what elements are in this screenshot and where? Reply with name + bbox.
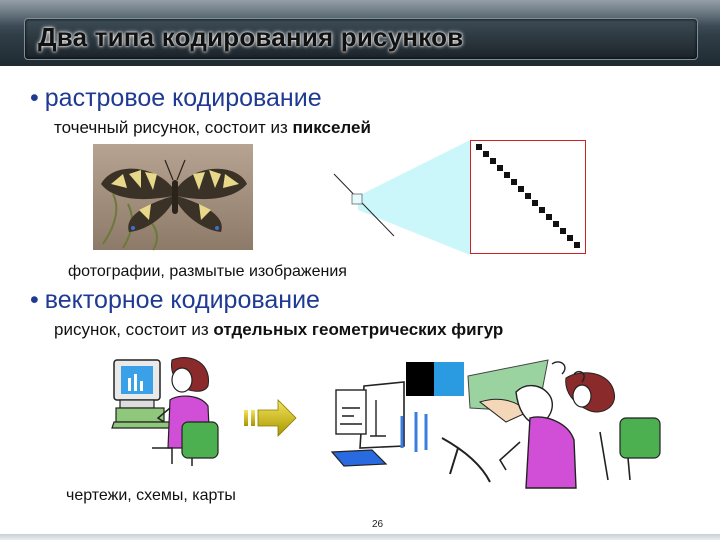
zoom-magnifier xyxy=(333,140,470,255)
raster-desc-text: точечный рисунок, состоит из xyxy=(54,118,293,137)
pixel-square xyxy=(539,207,545,213)
raster-heading: растровое кодирование xyxy=(44,84,322,112)
vector-heading: векторное кодирование xyxy=(44,286,320,314)
pixel-square xyxy=(504,172,510,178)
vector-desc-bold: отдельных геометрических фигур xyxy=(213,320,504,339)
raster-caption: фотографии, размытые изображения xyxy=(68,263,347,280)
pixel-square xyxy=(567,235,573,241)
pixel-square xyxy=(546,214,552,220)
pixel-square xyxy=(490,158,496,164)
pixel-square xyxy=(553,221,559,227)
pixel-square xyxy=(525,193,531,199)
pixel-square xyxy=(476,144,482,150)
vector-desc-text: рисунок, состоит из xyxy=(54,320,214,339)
pixel-square xyxy=(532,200,538,206)
raster-desc-bold: пикселей xyxy=(292,118,371,137)
bullet-dot: • xyxy=(30,84,39,112)
title-box xyxy=(24,18,698,60)
bullet-dot: • xyxy=(30,286,39,314)
slide-title: Два типа кодирования рисунков xyxy=(38,22,464,52)
page-number: 26 xyxy=(372,519,384,530)
pixel-diagonal xyxy=(470,140,586,254)
bottom-strip xyxy=(0,534,720,540)
vector-caption: чертежи, схемы, карты xyxy=(66,487,236,504)
vector-clipart xyxy=(330,359,661,489)
title-bar xyxy=(0,0,720,66)
arrow-right-icon xyxy=(244,399,297,437)
pixel-square xyxy=(497,165,503,171)
pixel-square xyxy=(560,228,566,234)
vector-description: рисунок, состоит из отдельных геометриче… xyxy=(54,320,503,340)
pixel-square xyxy=(483,151,489,157)
bullet-vector: •векторное кодирование xyxy=(30,286,320,315)
bullet-raster: •растровое кодирование xyxy=(30,84,322,113)
person-at-computer-icon xyxy=(111,357,219,466)
butterfly-photo xyxy=(93,144,253,251)
pixel-square xyxy=(518,186,524,192)
pixel-square xyxy=(511,179,517,185)
raster-description: точечный рисунок, состоит из пикселей xyxy=(54,118,371,138)
pixel-square xyxy=(574,242,580,248)
